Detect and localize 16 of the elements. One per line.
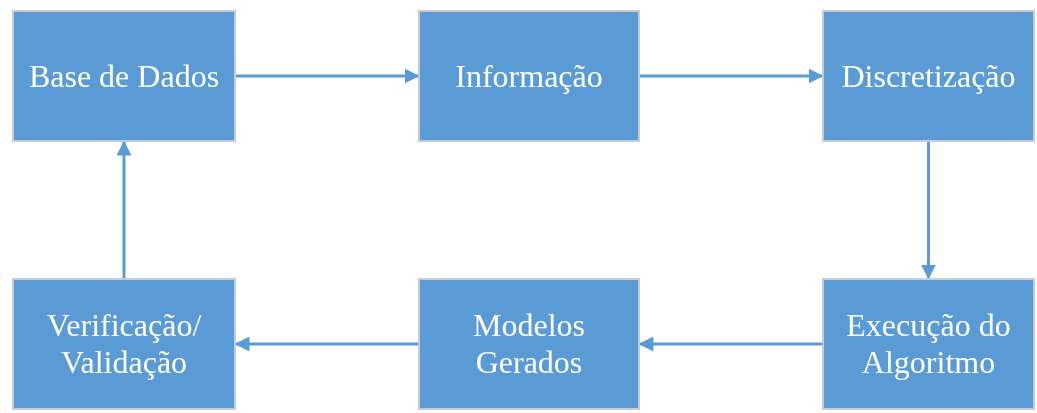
- process-box: [418, 10, 640, 142]
- process-box: [418, 278, 640, 410]
- arrow: [921, 142, 936, 280]
- box-label: Verificação/ Validação: [45, 307, 203, 381]
- box-label: Modelos Gerados: [472, 307, 586, 381]
- arrow: [236, 68, 420, 84]
- process-box: [822, 278, 1035, 410]
- process-box: [12, 10, 236, 142]
- box-label: Informação: [455, 57, 603, 95]
- process-box: [822, 10, 1035, 142]
- process-box: [12, 278, 236, 410]
- arrow: [116, 140, 132, 278]
- box-label: Discretização: [841, 57, 1016, 95]
- box-label: Execução do Algoritmo: [845, 307, 1012, 381]
- box-label: Base de Dados: [28, 57, 220, 95]
- arrow: [640, 68, 824, 84]
